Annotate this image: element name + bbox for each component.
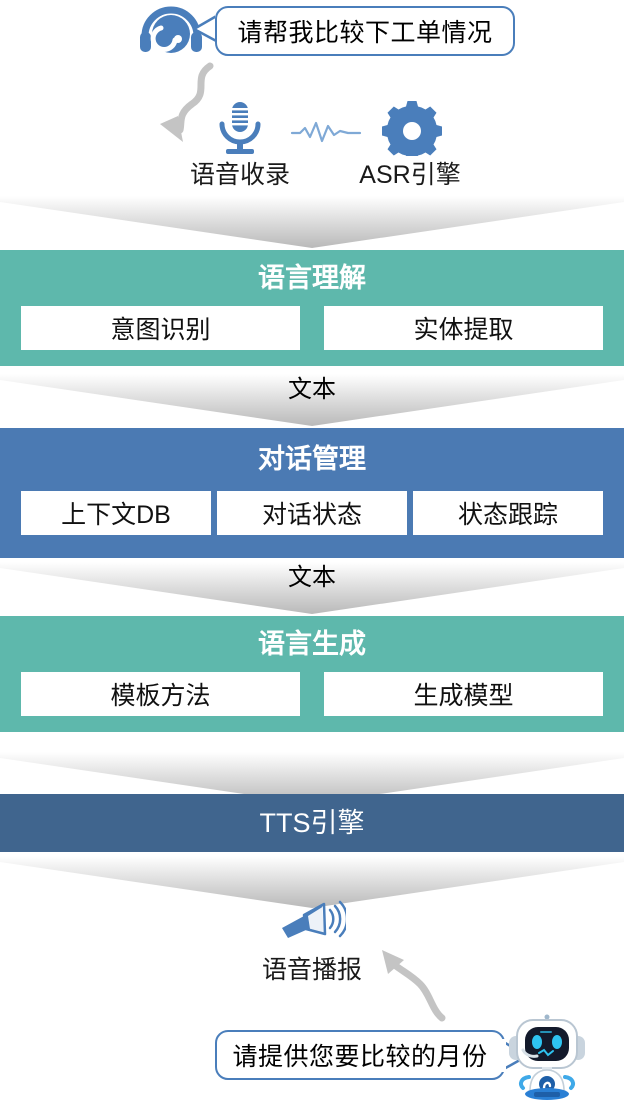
stage-nlg-item-0[interactable]: 模板方法 (21, 672, 300, 716)
stage-nlg: 语言生成 模板方法 生成模型 (0, 616, 624, 732)
voice-broadcast-label: 语音播报 (261, 956, 362, 984)
stage-nlg-item-1[interactable]: 生成模型 (324, 672, 603, 716)
bot-speech-bubble-text: 请提供您要比较的月份 (232, 1043, 488, 1071)
user-speech-bubble: 请帮我比较下工单情况 (215, 6, 515, 56)
stage-nlu: 语言理解 意图识别 实体提取 (0, 250, 624, 366)
stage-dm-title: 对话管理 (258, 444, 366, 474)
stage-nlg-items: 模板方法 生成模型 (21, 672, 603, 716)
stage-nlu-title: 语言理解 (258, 263, 366, 293)
stage-nlu-item-1[interactable]: 实体提取 (324, 306, 603, 350)
flow-arrow-3-label: 文本 (288, 564, 336, 591)
megaphone-icon (278, 898, 349, 944)
stage-dm: 对话管理 上下文DB 对话状态 状态跟踪 (0, 428, 624, 558)
flow-arrow-4 (0, 752, 624, 804)
stage-dm-item-1[interactable]: 对话状态 (217, 491, 407, 535)
flow-arrow-2-label: 文本 (288, 376, 336, 403)
stage-nlg-title: 语言生成 (258, 629, 366, 659)
curved-arrow-up-icon (372, 944, 452, 1024)
robot-icon (506, 1012, 588, 1101)
stage-dm-item-0[interactable]: 上下文DB (21, 491, 211, 535)
curved-arrow-down-icon (152, 62, 232, 150)
headset-icon (137, 6, 205, 58)
asr-engine-label: ASR引擎 (359, 161, 461, 189)
flow-arrow-2: 文本 (0, 374, 624, 426)
stage-nlu-items: 意图识别 实体提取 (21, 306, 603, 350)
stage-tts-title: TTS引擎 (259, 807, 365, 838)
user-utterance-row: 请帮我比较下工单情况 (0, 0, 624, 70)
stage-dm-items: 上下文DB 对话状态 状态跟踪 (21, 491, 603, 535)
gear-icon (368, 100, 456, 161)
stage-tts: TTS引擎 (0, 794, 624, 852)
flow-arrow-1 (0, 196, 624, 248)
stage-dm-item-2[interactable]: 状态跟踪 (413, 491, 603, 535)
waveform-icon (290, 119, 362, 145)
flow-arrow-3: 文本 (0, 562, 624, 614)
flow-arrow-5 (0, 856, 624, 908)
bot-speech-bubble: 请提供您要比较的月份 (215, 1030, 505, 1080)
voice-capture-row: 语音收录 ASR引擎 (0, 95, 624, 195)
user-speech-bubble-text: 请帮我比较下工单情况 (237, 19, 493, 47)
voice-capture-label: 语音收录 (189, 161, 290, 189)
stage-nlu-item-0[interactable]: 意图识别 (21, 306, 300, 350)
microphone-icon (196, 100, 284, 156)
